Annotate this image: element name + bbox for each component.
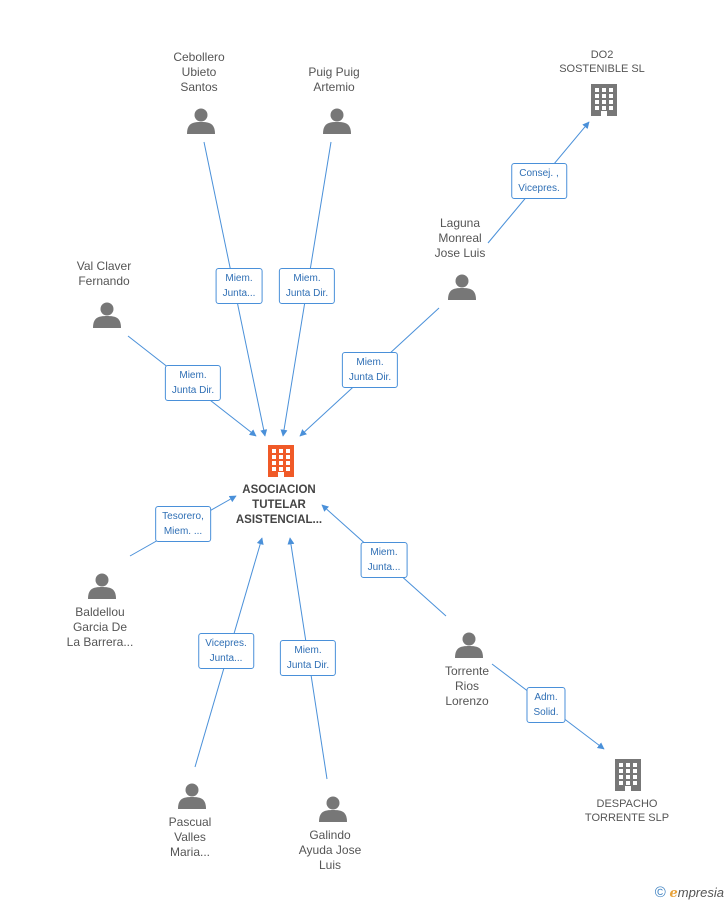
node-label-valclaver-line: Val Claver bbox=[76, 259, 132, 273]
edge-label-line: Miem. bbox=[370, 547, 398, 558]
person-icon[interactable] bbox=[178, 783, 206, 810]
edge-label-laguna-center[interactable]: Miem. Junta Dir. bbox=[341, 352, 399, 388]
edge-label-cebollero-center[interactable]: Miem. Junta... bbox=[215, 268, 263, 304]
node-label-pascual-line: Maria... bbox=[169, 845, 211, 859]
edge-label-valclaver-center[interactable]: Miem. Junta Dir. bbox=[164, 365, 222, 401]
edge-label-line: Junta... bbox=[209, 653, 243, 664]
edge-label-line: Miem. bbox=[356, 357, 384, 368]
center-node-label-line: TUTELAR bbox=[252, 499, 306, 511]
edge-label-line: Tesorero, bbox=[162, 511, 204, 522]
edge-label-line: Miem. bbox=[225, 273, 253, 284]
node-label-despacho[interactable]: DESPACHO TORRENTE SLP bbox=[585, 797, 669, 825]
edge-label-line: Junta Dir. bbox=[171, 385, 215, 396]
edge-label-line: Junta... bbox=[367, 562, 401, 573]
node-label-cebollero-line: Ubieto bbox=[181, 65, 217, 79]
node-label-do2-line: SOSTENIBLE SL bbox=[559, 63, 645, 75]
node-label-baldellou-line: Baldellou bbox=[75, 605, 125, 619]
node-label-galindo-line: Ayuda Jose bbox=[298, 843, 362, 857]
node-label-torrente-line: Rios bbox=[454, 679, 479, 693]
node-label-valclaver-line: Fernando bbox=[78, 274, 130, 288]
person-icon[interactable] bbox=[93, 302, 121, 329]
node-label-laguna-line: Monreal bbox=[438, 231, 482, 245]
node-label-do2-line: DO2 bbox=[590, 49, 614, 61]
brand-name: mpresia bbox=[677, 885, 724, 900]
edge-label-baldellou-center[interactable]: Tesorero, Miem. ... bbox=[155, 506, 211, 542]
edge-label-line: Junta... bbox=[222, 288, 256, 299]
node-label-laguna-line: Jose Luis bbox=[434, 246, 486, 260]
person-icon[interactable] bbox=[323, 108, 351, 135]
person-icon[interactable] bbox=[455, 632, 483, 659]
edge-label-laguna-do2[interactable]: Consej. , Vicepres. bbox=[511, 163, 567, 199]
center-building-icon[interactable] bbox=[268, 445, 294, 477]
node-label-galindo-line: Galindo bbox=[309, 828, 351, 842]
node-label-baldellou-line: Garcia De bbox=[72, 620, 128, 634]
building-icon[interactable] bbox=[591, 84, 617, 116]
center-node-label[interactable]: ASOCIACION TUTELAR ASISTENCIAL... bbox=[236, 483, 322, 528]
person-icon[interactable] bbox=[319, 796, 347, 823]
node-label-pascual-line: Pascual bbox=[168, 815, 212, 829]
edge-label-puig-center[interactable]: Miem. Junta Dir. bbox=[278, 268, 336, 304]
node-label-despacho-line: DESPACHO bbox=[596, 798, 658, 810]
node-label-galindo-line: Luis bbox=[318, 858, 341, 872]
node-label-laguna-line: Laguna bbox=[439, 216, 481, 230]
building-icon[interactable] bbox=[615, 759, 641, 791]
edge-label-line: Consej. , bbox=[519, 168, 559, 179]
person-icon[interactable] bbox=[187, 108, 215, 135]
node-label-cebollero-line: Cebollero bbox=[173, 50, 225, 64]
edge-label-galindo-center[interactable]: Miem. Junta Dir. bbox=[279, 640, 337, 676]
edge-label-line: Miem. bbox=[293, 273, 321, 284]
person-icon[interactable] bbox=[88, 573, 116, 600]
node-label-despacho-line: TORRENTE SLP bbox=[584, 812, 670, 824]
node-label-baldellou-line: La Barrera... bbox=[66, 635, 134, 649]
copyright-icon: © bbox=[654, 884, 666, 901]
edge-label-line: Vicepres. bbox=[205, 638, 247, 649]
edge-label-line: Junta Dir. bbox=[348, 372, 392, 383]
edge-label-line: Vicepres. bbox=[518, 183, 560, 194]
node-label-puig-line: Puig Puig bbox=[308, 65, 360, 79]
edge-label-torrente-center[interactable]: Miem. Junta... bbox=[360, 542, 408, 578]
node-label-torrente-line: Lorenzo bbox=[445, 694, 489, 708]
node-label-torrente-line: Torrente bbox=[444, 664, 490, 678]
person-icon[interactable] bbox=[448, 274, 476, 301]
edge-label-line: Junta Dir. bbox=[286, 660, 330, 671]
edge-label-line: Junta Dir. bbox=[285, 288, 329, 299]
edge-label-line: Miem. ... bbox=[163, 526, 203, 537]
footer-brand: © empresia bbox=[655, 884, 724, 901]
node-label-puig-line: Artemio bbox=[313, 80, 355, 94]
edge-label-line: Miem. bbox=[294, 645, 322, 656]
center-node-label-line: ASISTENCIAL... bbox=[235, 514, 323, 526]
node-label-cebollero-line: Santos bbox=[180, 80, 218, 94]
edge-label-line: Adm. bbox=[534, 692, 558, 703]
edge-label-line: Solid. bbox=[533, 707, 559, 718]
brand-initial: e bbox=[669, 886, 678, 901]
edge-label-torrente-despacho[interactable]: Adm. Solid. bbox=[526, 687, 566, 723]
center-node-label-line: ASOCIACION bbox=[242, 484, 316, 496]
edge-label-line: Miem. bbox=[179, 370, 207, 381]
edge-label-pascual-center[interactable]: Vicepres. Junta... bbox=[198, 633, 254, 669]
node-label-pascual-line: Valles bbox=[174, 830, 206, 844]
